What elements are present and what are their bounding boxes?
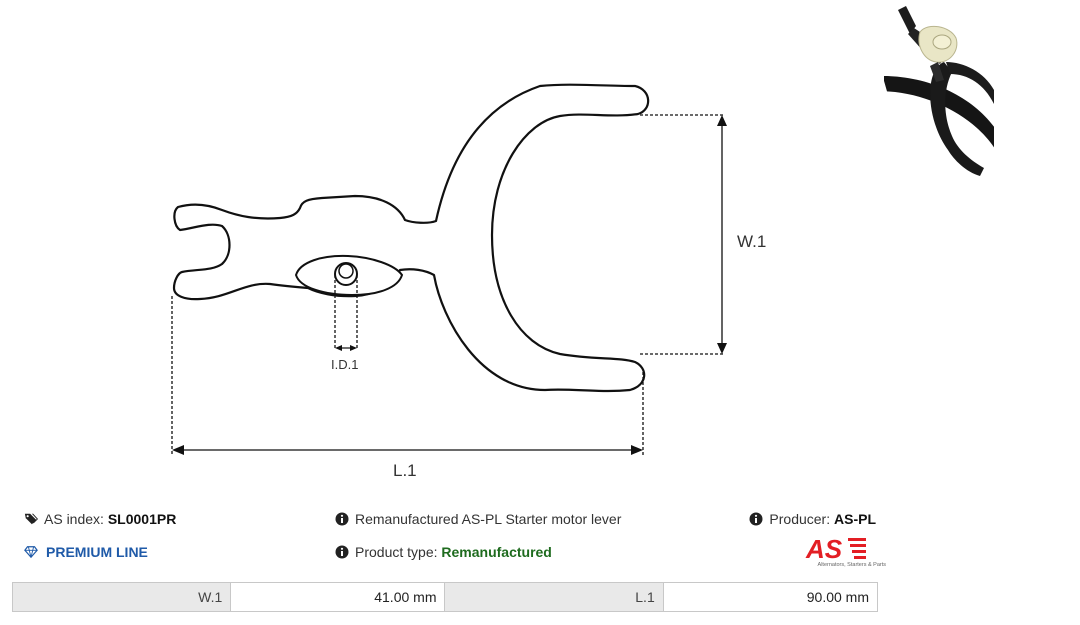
length-label: L.1 [393,461,417,480]
pin-hole-inner [338,263,354,279]
producer: Producer: AS-PL [749,511,876,527]
as-index-label: AS index: [44,511,104,527]
width-label: W.1 [737,232,766,251]
product-photo [884,6,994,176]
as-index-value: SL0001PR [107,511,177,527]
table-row: W.1 41.00 mm L.1 90.00 mm [11,582,879,612]
info-circle-icon [749,512,763,526]
spec-key: W.1 [11,582,232,612]
description-text: Remanufactured AS-PL Starter motor lever [355,511,622,527]
product-type-label: Product type: [355,544,438,560]
info-circle-icon [335,512,349,526]
logo-tagline: Alternators, Starters & Parts [817,562,886,568]
inner-diameter-dimension [334,275,358,351]
producer-label: Producer: [769,511,831,527]
product-type-value: Remanufactured [441,544,552,560]
product-description: Remanufactured AS-PL Starter motor lever [335,511,621,527]
premium-line-badge: PREMIUM LINE [24,544,148,560]
technical-drawing: W.1 I.D.1 L.1 [171,83,766,480]
tags-icon [24,512,38,526]
length-dimension [171,296,644,455]
spec-key: L.1 [444,582,664,612]
width-dimension [640,114,727,355]
inner-diameter-label: I.D.1 [331,357,358,372]
spec-table: W.1 41.00 mm L.1 90.00 mm [11,582,879,612]
info-circle-icon [335,545,349,559]
diamond-icon [24,545,40,559]
spec-value: 90.00 mm [662,582,879,612]
producer-value: AS-PL [834,511,876,527]
product-type: Product type: Remanufactured [335,544,552,560]
spec-value: 41.00 mm [230,582,446,612]
svg-text:AS: AS [805,534,843,564]
lever-outline [172,83,650,393]
premium-line-label: PREMIUM LINE [46,544,148,560]
as-index: AS index: SL0001PR [24,511,176,527]
as-pl-logo: AS [805,534,866,564]
